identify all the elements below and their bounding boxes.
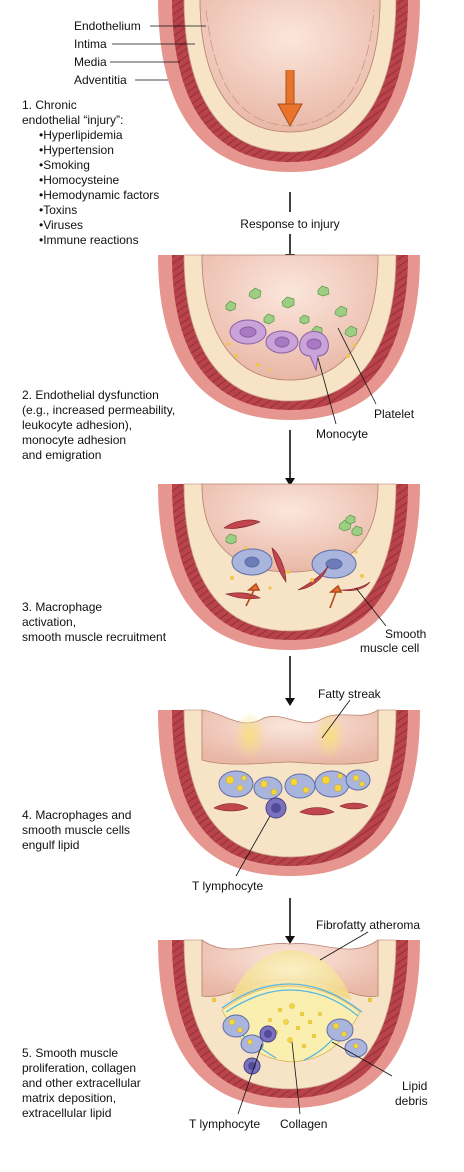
step-1-line-2: endothelial “injury”: [22, 113, 124, 127]
t-lymphocyte-5-label: T lymphocyte [189, 1117, 260, 1131]
intima-label: Intima [74, 37, 107, 51]
smooth-muscle-cell-label-line1: Smooth [385, 627, 426, 641]
step-2-text: 2. Endothelial dysfunction (e.g., increa… [22, 388, 175, 463]
platelets-3 [225, 514, 363, 545]
lipid-debris-label-line2: debris [395, 1094, 428, 1108]
step-2-line-5: and emigration [22, 448, 102, 462]
fibrofatty-atheroma-label: Fibrofatty atheroma [316, 918, 420, 932]
step-2-line-2: (e.g., increased permeability, [22, 403, 176, 417]
injury-factor-item: Hyperlipidemia [39, 128, 159, 143]
stage-5-callouts: Fibrofatty atheroma Lipid debris T lymph… [189, 918, 428, 1131]
stage-4-callouts: Fatty streak T lymphocyte [192, 687, 382, 893]
lipid-debris-label-line1: Lipid [402, 1079, 427, 1093]
stage-3-callouts: Smooth muscle cell [355, 587, 426, 655]
vessel-stage-2 [158, 254, 420, 420]
lipid-dots-2 [226, 342, 357, 372]
step-5-line-3: and other extracellular [22, 1076, 141, 1090]
recruitment-arrows [245, 582, 343, 609]
injury-factor-item: Toxins [39, 203, 159, 218]
step-5-line-1: 5. Smooth muscle [22, 1046, 119, 1060]
injury-factor-item: Immune reactions [39, 233, 159, 248]
step-1-line-1: 1. Chronic [22, 98, 77, 112]
t-lymphocyte-4-label: T lymphocyte [192, 879, 263, 893]
step-3-line-2: activation, [22, 615, 77, 629]
vessel-stage-1 [158, 0, 420, 172]
adventitia-label: Adventitia [74, 73, 127, 87]
lipid-dots-3 [230, 546, 364, 590]
step-5-line-2: proliferation, collagen [22, 1061, 137, 1075]
smooth-muscle-cell-label-line2: muscle cell [360, 641, 419, 655]
monocytes [229, 319, 329, 372]
vessel-stage-5 [158, 939, 420, 1108]
response-to-injury-label: Response to injury [240, 217, 339, 231]
step-2-line-1: 2. Endothelial dysfunction [22, 388, 159, 402]
step-4-line-3: engulf lipid [22, 838, 80, 852]
step-3-line-3: smooth muscle recruitment [22, 630, 167, 644]
vessel-stage-4 [158, 709, 420, 876]
step-4-text: 4. Macrophages and smooth muscle cells e… [22, 808, 131, 853]
step-4-line-1: 4. Macrophages and [22, 808, 132, 822]
step-5-line-5: extracellular lipid [22, 1106, 112, 1120]
platelet-label: Platelet [374, 407, 415, 421]
injury-factor-item: Hypertension [39, 143, 159, 158]
fatty-streak-label: Fatty streak [318, 687, 382, 701]
injury-factor-item: Smoking [39, 158, 159, 173]
collagen-label: Collagen [280, 1117, 327, 1131]
macrophages-3 [231, 548, 357, 579]
vessel-stage-3 [158, 483, 420, 650]
step-2-line-3: leukocyte adhesion), [22, 418, 133, 432]
stage-2-callouts: Platelet Monocyte [316, 327, 415, 441]
endothelium-label: Endothelium [74, 19, 141, 33]
lipid-debris [268, 1003, 323, 1049]
smooth-muscle-cells-4 [213, 802, 369, 816]
injury-factor-item: Homocysteine [39, 173, 159, 188]
lipid-droplets-4 [225, 773, 365, 796]
step-3-line-1: 3. Macrophage [22, 600, 103, 614]
step-4-line-2: smooth muscle cells [22, 823, 131, 837]
injury-factor-list: Hyperlipidemia Hypertension Smoking Homo… [22, 128, 159, 248]
step-5-text: 5. Smooth muscle proliferation, collagen… [22, 1046, 141, 1121]
step-3-text: 3. Macrophage activation, smooth muscle … [22, 600, 166, 645]
injury-factor-item: Viruses [39, 218, 159, 233]
smooth-muscle-cells-3 [223, 519, 371, 600]
platelets [225, 285, 358, 338]
step-5-line-4: matrix deposition, [22, 1091, 117, 1105]
media-label: Media [74, 55, 107, 69]
layer-labels: Endothelium Intima Media Adventitia [74, 19, 206, 87]
step-2-line-4: monocyte adhesion [22, 433, 127, 447]
step-1-text: 1. Chronic endothelial “injury”: Hyperli… [22, 98, 159, 248]
injury-factor-item: Hemodynamic factors [39, 188, 159, 203]
monocyte-label: Monocyte [316, 427, 368, 441]
lipid-droplets-5 [211, 997, 373, 1049]
t-lymphocyte-4-cell [265, 797, 287, 819]
